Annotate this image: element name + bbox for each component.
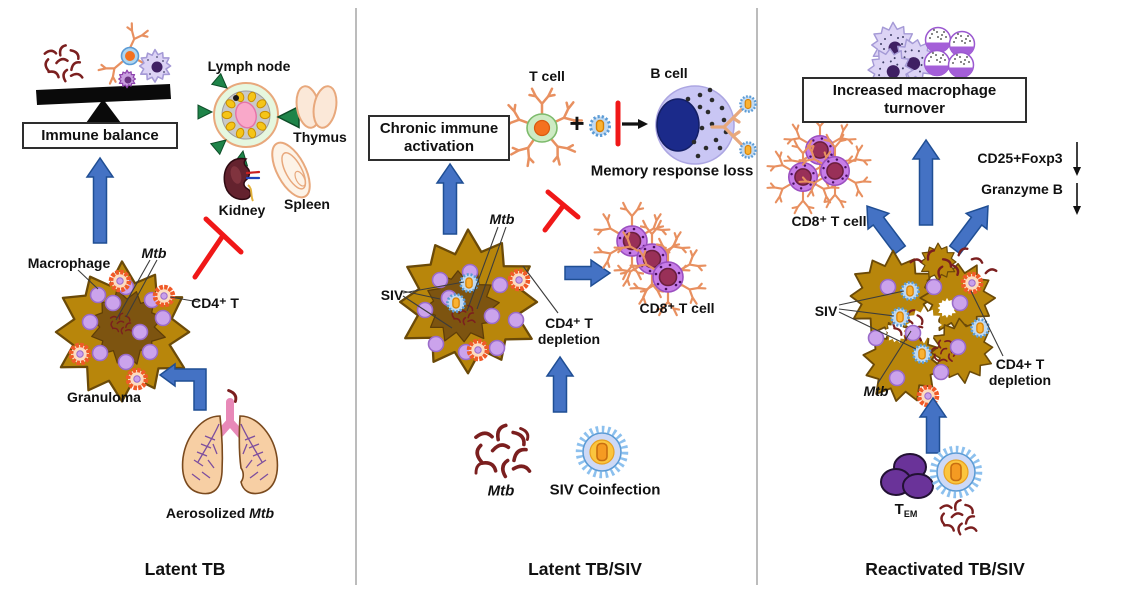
mtb-label: Mtb [141, 244, 167, 261]
lungs-icon [181, 388, 279, 495]
cd4-t-depletion-label: CD4+ T depletion [988, 355, 1052, 388]
cd4-t-depletion-label: CD4⁺ T depletion [537, 314, 601, 347]
cd4-t-label: CD4⁺ T [191, 294, 239, 311]
cd25-foxp3-label: CD25+Foxp3 [977, 149, 1063, 166]
cd8-t-cell-icon [594, 203, 707, 315]
aerosolized-text: Aerosolized [165, 504, 246, 521]
spleen-icon [271, 141, 311, 199]
tem-main-text: T [894, 500, 904, 518]
chronic-immune-activation-box: Chronic immune activation [368, 115, 510, 161]
siv-virion-icon [589, 115, 611, 137]
mtb-inoculum-label: Mtb [487, 482, 515, 500]
inhibition-bar [192, 216, 244, 280]
t-cell-icon [499, 87, 585, 169]
immune-balance-box: Immune balance [22, 122, 178, 149]
panel-title-reactivated-tb-siv: Reactivated TB/SIV [865, 558, 1025, 579]
tem-cells-icon [880, 453, 934, 499]
inhibition-bar [542, 189, 581, 233]
spleen-label: Spleen [284, 195, 330, 212]
up-arrow [86, 157, 114, 244]
kidney-icon [223, 157, 261, 202]
pointer-lines [838, 290, 1004, 384]
siv-label: SIV [814, 302, 838, 319]
b-cell-label: B cell [650, 64, 688, 81]
macrophage-label: Macrophage [27, 254, 111, 271]
siv-coinfection-icon [579, 429, 625, 475]
plus-sign: + [569, 108, 585, 139]
mtb-label: Mtb [863, 382, 889, 399]
tem-sub-text: EM [903, 508, 918, 519]
pointer-lines [77, 259, 200, 321]
cd8-t-cell-icon [766, 114, 871, 213]
tem-label: TEM [895, 501, 918, 519]
panel-title-latent-tb-siv: Latent TB/SIV [528, 558, 642, 579]
up-arrow [912, 139, 940, 226]
cd8-t-cell-label: CD8⁺ T cell [791, 212, 867, 229]
increased-macrophage-turnover-box: Increased macrophage turnover [802, 77, 1027, 123]
lymph-node-label: Lymph node [207, 57, 291, 74]
bent-arrow [158, 362, 207, 411]
aerosolized-mtb-label: Aerosolized Mtb [166, 505, 274, 521]
granuloma-icon [398, 228, 539, 375]
up-arrow [436, 163, 464, 235]
panel-divider-2 [756, 8, 758, 585]
siv-virion-icon [933, 449, 979, 495]
t-cell-label: T cell [529, 67, 565, 84]
aerosolized-mtb-text: Mtb [249, 504, 275, 521]
lymph-node-icon [197, 73, 300, 167]
cd8-t-cell-label: CD8⁺ T cell [639, 299, 715, 316]
right-arrow-black [622, 119, 648, 129]
antibody-icon [710, 95, 757, 159]
panel-divider-1 [355, 8, 357, 585]
thymus-label: Thymus [293, 128, 347, 145]
granzyme-b-label: Granzyme B [981, 180, 1063, 197]
b-cell-icon [655, 85, 735, 165]
pointer-lines [402, 226, 559, 329]
siv-label: SIV [380, 286, 404, 303]
up-right-arrow [943, 197, 1000, 259]
panel-title-latent-tb: Latent TB [144, 558, 226, 579]
bacteria-cluster-icon [44, 45, 83, 82]
memory-response-loss-label: Memory response loss [590, 162, 754, 180]
mtb-label: Mtb [489, 210, 515, 227]
right-arrow [564, 259, 611, 287]
up-arrow [546, 356, 574, 413]
down-arrow [1073, 142, 1081, 215]
mtb-inoculum-icon [471, 424, 530, 476]
mtb-scatter-icon [940, 500, 977, 535]
kidney-label: Kidney [218, 201, 266, 218]
granuloma-label: Granuloma [67, 388, 141, 405]
immune-cells-icon [96, 21, 172, 89]
siv-coinfection-label: SIV Coinfection [549, 481, 661, 499]
thymus-icon [295, 85, 338, 129]
immune-balance-scale-icon [36, 21, 172, 123]
